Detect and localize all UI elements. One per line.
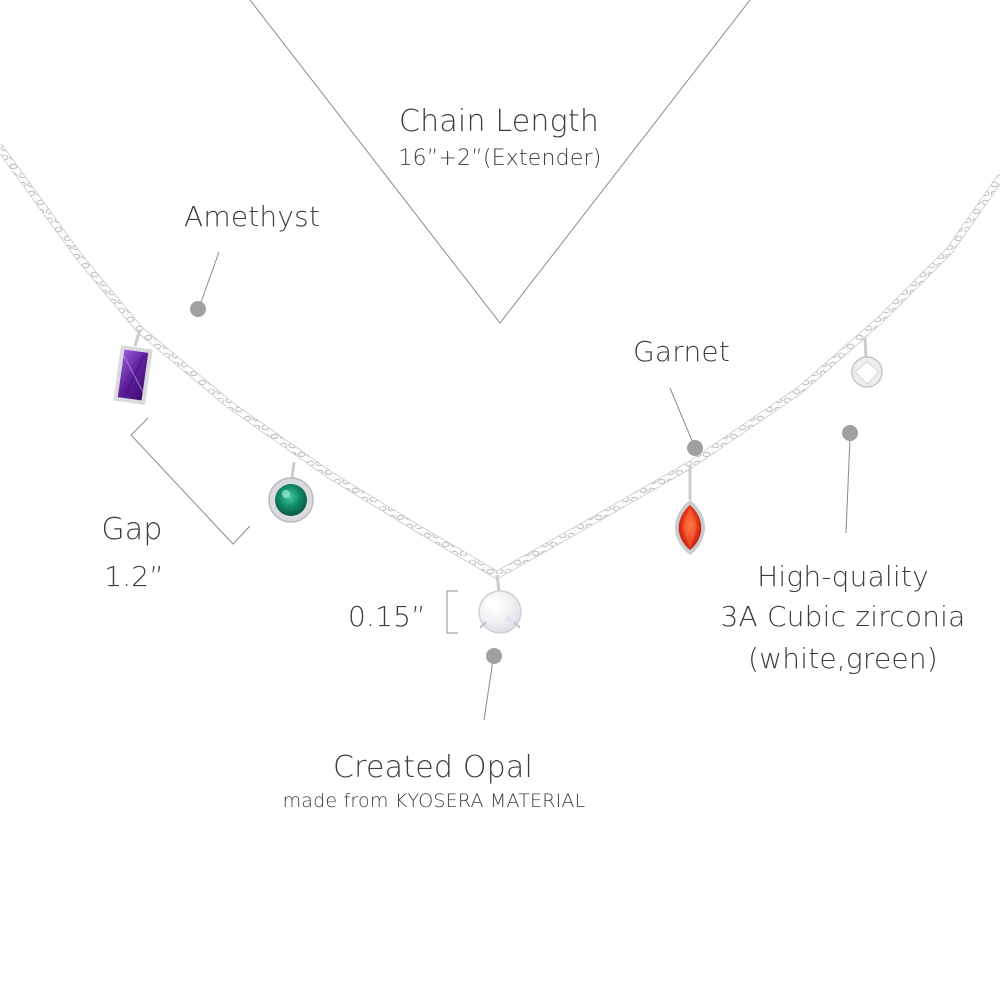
chain-length-title: Chain Length — [398, 104, 600, 139]
gap-value: 1.2” — [104, 560, 164, 593]
marquise-gem-icon — [675, 465, 705, 555]
cz-line-1: High-quality — [757, 560, 929, 593]
amethyst-label: Amethyst — [184, 200, 321, 233]
opal-subtitle: made from KYOSERA MATERIAL — [282, 790, 586, 812]
callout-pointers — [130, 251, 851, 721]
cz-line-3: (white,green) — [748, 642, 938, 675]
round-opal-icon — [478, 574, 522, 634]
cz-line-2: 3A Cubic zirconia — [720, 600, 966, 633]
chain-length-value: 16”+2”(Extender) — [398, 146, 602, 171]
chain-length-guide — [249, 0, 751, 324]
round-bezel-gem-icon — [268, 461, 314, 523]
callout-dots — [190, 301, 858, 664]
baguette-gem-icon — [113, 329, 153, 405]
drop-size-label: 0.15” — [348, 600, 426, 633]
gap-title: Gap — [101, 512, 163, 547]
round-prong-gem-icon — [851, 337, 883, 388]
opal-title: Created Opal — [332, 750, 534, 785]
garnet-label: Garnet — [633, 335, 731, 368]
